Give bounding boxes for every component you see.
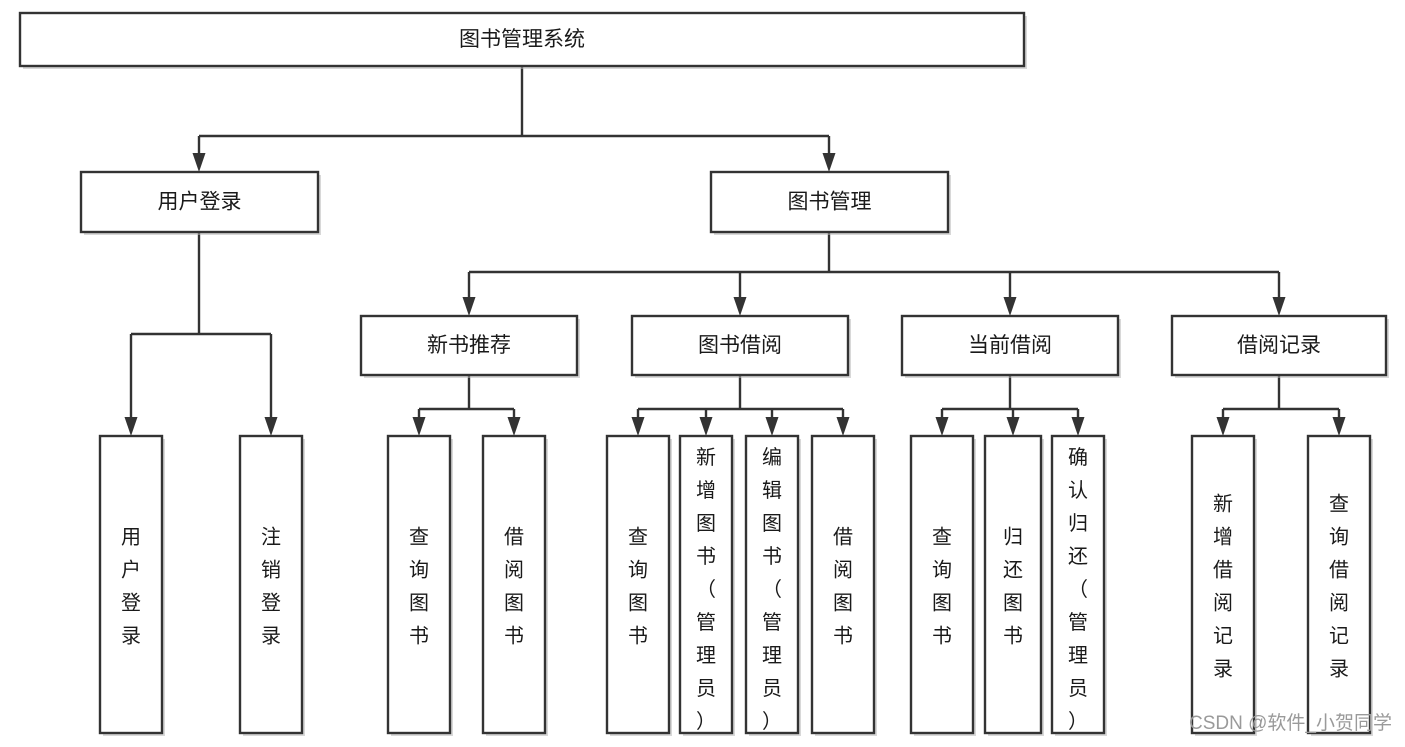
node-user-login[interactable]: 用户登录	[79, 170, 321, 235]
node-label: 确认归还（管理员）	[1068, 446, 1088, 733]
node-leaf-user-login[interactable]: 用户登录	[98, 434, 165, 736]
connector-bus-user-login	[124, 232, 278, 436]
node-leaf-confirm-return-admin[interactable]: 确认归还（管理员）	[1050, 434, 1107, 736]
node-box[interactable]	[744, 434, 800, 735]
connector-bus-borrow-records	[1216, 375, 1346, 436]
node-label: 归还图书	[1003, 526, 1023, 648]
node-leaf-borrow-book-recommend[interactable]: 借阅图书	[481, 434, 548, 736]
node-book-management[interactable]: 图书管理	[709, 170, 951, 235]
node-leaf-return-book[interactable]: 归还图书	[983, 434, 1044, 736]
node-leaf-edit-book-admin[interactable]: 编辑图书（管理员）	[744, 434, 801, 736]
node-box[interactable]	[1306, 434, 1372, 735]
node-box[interactable]	[909, 434, 975, 735]
node-label: 新书推荐	[427, 334, 511, 357]
node-box[interactable]	[900, 314, 1120, 377]
node-label: 查询图书	[932, 526, 952, 648]
node-label: 当前借阅	[968, 334, 1052, 357]
node-box[interactable]	[386, 434, 452, 735]
node-label: 图书借阅	[698, 334, 782, 357]
node-label: 用户登录	[121, 527, 141, 648]
watermark-label: CSDN @软件_小贺同学	[1189, 712, 1392, 734]
node-box[interactable]	[359, 314, 579, 377]
node-label: 用户登录	[158, 191, 242, 214]
node-leaf-add-borrow-record[interactable]: 新增借阅记录	[1190, 434, 1257, 736]
node-box[interactable]	[1050, 434, 1106, 735]
node-label: 新增图书（管理员）	[696, 446, 716, 733]
node-box[interactable]	[481, 434, 547, 735]
node-box[interactable]	[1170, 314, 1388, 377]
node-box[interactable]	[98, 434, 164, 735]
node-box[interactable]	[1190, 434, 1256, 735]
node-leaf-query-book-recommend[interactable]: 查询图书	[386, 434, 453, 736]
node-box[interactable]	[630, 314, 850, 377]
connector-bus-new-book-recommend	[412, 375, 521, 436]
node-leaf-logout[interactable]: 注销登录	[238, 434, 305, 736]
node-box[interactable]	[18, 11, 1026, 68]
connector-bus-book-borrow	[631, 375, 850, 436]
node-label: 查询图书	[628, 526, 648, 648]
node-label: 查询借阅记录	[1329, 493, 1349, 681]
node-root[interactable]: 图书管理系统	[18, 11, 1027, 69]
node-label: 借阅记录	[1237, 334, 1321, 357]
node-label: 图书管理系统	[459, 28, 585, 51]
node-box[interactable]	[709, 170, 950, 234]
connector-bus-book-management	[462, 232, 1286, 316]
node-box[interactable]	[605, 434, 671, 735]
node-label: 借阅图书	[504, 526, 524, 648]
node-leaf-borrow-book[interactable]: 借阅图书	[810, 434, 877, 736]
node-label: 注销登录	[261, 526, 281, 648]
connectors-layer	[124, 66, 1346, 436]
node-book-borrow[interactable]: 图书借阅	[630, 314, 851, 378]
node-leaf-query-borrow-record[interactable]: 查询借阅记录	[1306, 434, 1373, 736]
node-box[interactable]	[810, 434, 876, 735]
node-label: 借阅图书	[833, 526, 853, 648]
node-label: 编辑图书（管理员）	[762, 446, 782, 733]
node-new-book-recommend[interactable]: 新书推荐	[359, 314, 580, 378]
node-leaf-query-book-borrow[interactable]: 查询图书	[605, 434, 672, 736]
node-leaf-add-book-admin[interactable]: 新增图书（管理员）	[678, 434, 735, 736]
connector-bus-current-borrow	[935, 375, 1085, 436]
node-label: 新增借阅记录	[1213, 493, 1233, 681]
node-box[interactable]	[678, 434, 734, 735]
node-box[interactable]	[238, 434, 304, 735]
node-box[interactable]	[79, 170, 320, 234]
node-box[interactable]	[983, 434, 1043, 735]
connector-bus-root	[192, 66, 836, 172]
node-label: 图书管理	[788, 191, 872, 214]
node-label: 查询图书	[409, 526, 429, 648]
node-current-borrow[interactable]: 当前借阅	[900, 314, 1121, 378]
node-leaf-query-book-current[interactable]: 查询图书	[909, 434, 976, 736]
node-borrow-records[interactable]: 借阅记录	[1170, 314, 1389, 378]
nodes-layer: 图书管理系统用户登录图书管理新书推荐图书借阅当前借阅借阅记录用户登录注销登录查询…	[18, 11, 1389, 736]
